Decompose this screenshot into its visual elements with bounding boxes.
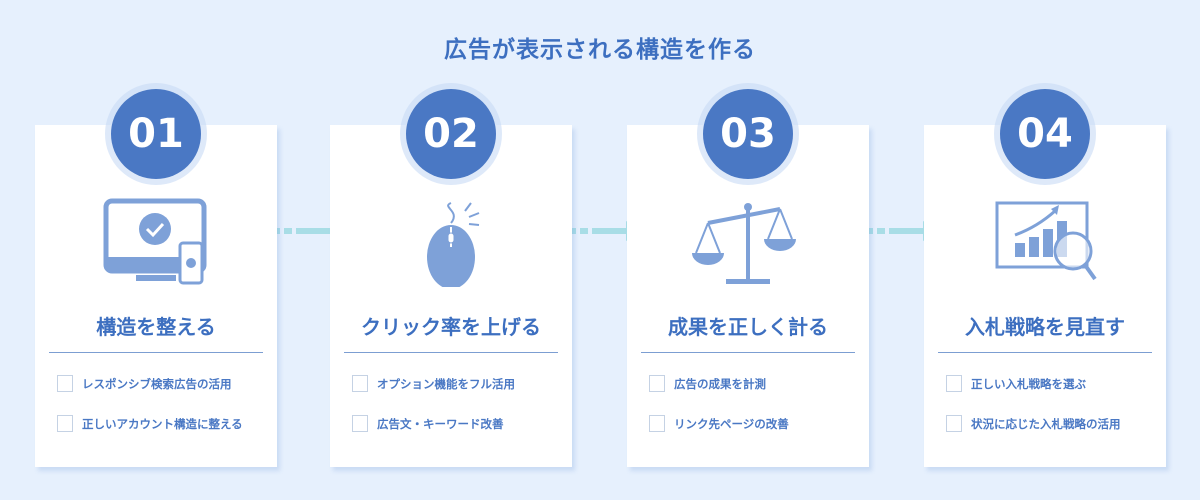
checklist-item[interactable]: レスポンシブ検索広告の活用 [57,375,232,392]
step-number: 02 [406,89,496,179]
checklist-item[interactable]: オプション機能をフル活用 [352,375,515,392]
checklist-item[interactable]: 正しい入札戦略を選ぶ [946,375,1086,392]
checklist-item[interactable]: 広告文・キーワード改善 [352,415,504,432]
page-title: 広告が表示される構造を作る [444,37,756,63]
chart-magnifier-icon [995,201,1097,281]
checklist-item[interactable]: リンク先ページの改善 [649,415,789,432]
mouse-click-icon [427,202,480,287]
monitor-check-icon [103,198,207,285]
step-card-1: 01 構造を整える レスポンシブ検索広告の活用 正しいアカウント構造に整える [35,89,277,467]
checkbox[interactable] [649,415,665,432]
checklist-item[interactable]: 広告の成果を計測 [649,375,766,392]
step-title: 構造を整える [96,315,216,339]
checkbox[interactable] [352,415,368,432]
divider [938,352,1152,353]
checklist-item[interactable]: 正しいアカウント構造に整える [57,415,243,432]
item-label: 正しい入札戦略を選ぶ [971,376,1086,391]
step-number: 01 [111,89,201,179]
item-label: オプション機能をフル活用 [377,376,515,391]
divider [49,352,263,353]
step-title: クリック率を上げる [361,315,541,339]
item-label: 広告文・キーワード改善 [377,416,504,431]
item-label: 広告の成果を計測 [674,376,766,391]
checkbox[interactable] [352,375,368,392]
item-label: リンク先ページの改善 [674,416,789,431]
divider [344,352,558,353]
step-card-3: 03 成果を正しく計る 広告の成果を計測 リンク先ページの改善 [627,89,869,467]
checkbox[interactable] [946,375,962,392]
item-label: 状況に応じた入札戦略の活用 [971,416,1121,431]
divider [641,352,855,353]
step-card-4: 04 入札戦略を見直す 正しい入札戦略を選ぶ 状況に応じた入札戦略の活用 [924,89,1166,467]
step-card-2: 02 クリック率を上げる オプション機能をフル活用 広告文・キーワード改善 [330,89,572,467]
step-title: 入札戦略を見直す [965,315,1125,339]
item-label: 正しいアカウント構造に整える [82,416,243,431]
item-label: レスポンシブ検索広告の活用 [82,376,232,391]
checkbox[interactable] [57,375,73,392]
checkbox[interactable] [57,415,73,432]
step-number: 03 [703,89,793,179]
checkbox[interactable] [946,415,962,432]
checkbox[interactable] [649,375,665,392]
checklist-item[interactable]: 状況に応じた入札戦略の活用 [946,415,1121,432]
step-number: 04 [1000,89,1090,179]
step-title: 成果を正しく計る [668,315,828,339]
balance-scale-icon [692,203,796,284]
